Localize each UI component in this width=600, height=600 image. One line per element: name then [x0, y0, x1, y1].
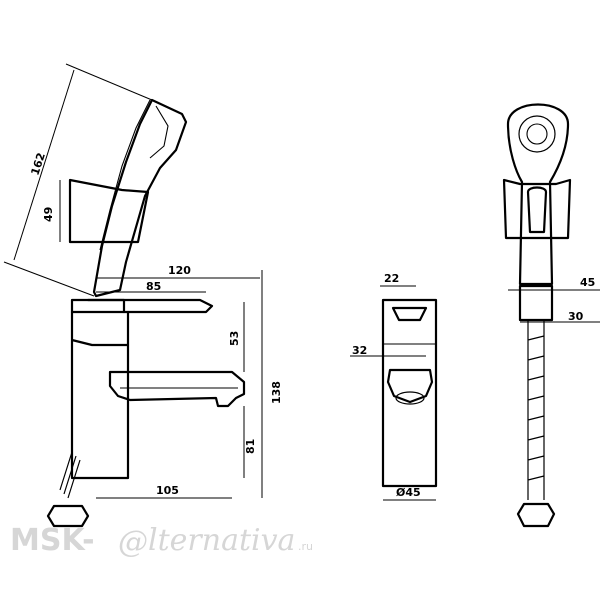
- dim-hand-shower-length: 162: [28, 151, 47, 177]
- hose-side: [59, 451, 81, 499]
- connector-front: [518, 284, 554, 322]
- spray-face: [518, 115, 556, 153]
- hand-shower-head-line: [99, 99, 151, 251]
- lever-slot-front: [391, 306, 428, 322]
- hand-shower-front-view: 45 30: [502, 103, 600, 528]
- dim-spout-reach-lever: 85: [146, 280, 161, 293]
- dim-connector-width: 30: [568, 310, 584, 323]
- holder-bracket-front: [502, 178, 572, 240]
- trigger-front: [526, 186, 548, 234]
- side-view: 162 49 120 85 53 138 81 105: [3, 63, 283, 528]
- hand-shower-inner-line: [149, 105, 169, 159]
- dim-lever-width: 22: [384, 272, 399, 285]
- dim-spout-height: 81: [244, 439, 257, 454]
- hand-shower-side: [92, 98, 188, 298]
- dim-base-depth: 105: [156, 484, 179, 497]
- watermark-at-sign: @: [118, 525, 148, 560]
- watermark-prefix: MSK-: [10, 523, 95, 558]
- dim-spout-reach-total: 120: [168, 264, 191, 277]
- dim-spout-width: 32: [352, 344, 367, 357]
- hose-nut-front: [516, 502, 556, 528]
- holder-bracket-side: [68, 178, 150, 244]
- watermark-suffix: lternativa: [148, 523, 295, 558]
- dim-total-height: 138: [270, 381, 283, 404]
- hose-nut-side: [46, 504, 90, 528]
- front-view: 22 32 Ø45: [350, 272, 438, 501]
- faucet-front-body: [381, 298, 438, 488]
- watermark-tld: .ru: [298, 540, 313, 553]
- dim-lever-to-spout: 53: [228, 331, 241, 346]
- faucet-column-side: [70, 310, 130, 480]
- faucet-lever-side: [86, 298, 214, 314]
- dim-base-diameter: Ø45: [396, 486, 421, 499]
- spout-side: [108, 370, 246, 408]
- hose-front: [527, 320, 545, 500]
- hand-shower-front-outline: [506, 103, 570, 286]
- dim-holder-width: 45: [580, 276, 595, 289]
- watermark: MSK- @ lternativa .ru: [10, 523, 313, 560]
- faucet-body-side: [70, 298, 126, 314]
- spout-front: [386, 368, 434, 404]
- aerator-front: [395, 391, 425, 405]
- dim-holder-height: 49: [42, 207, 55, 222]
